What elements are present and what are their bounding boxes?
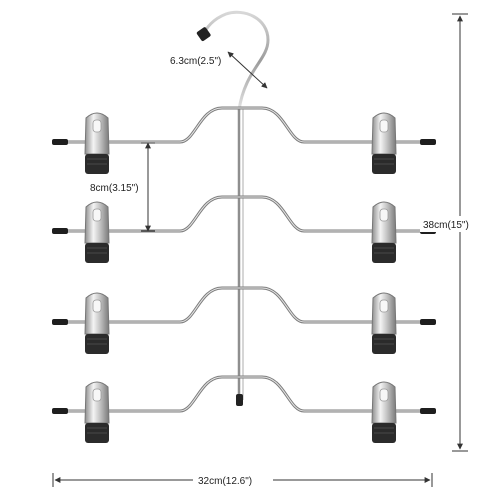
hook-dimension-label: 6.3cm(2.5")	[170, 56, 221, 67]
tier-spacing-dimension: 8cm(3.15")	[90, 142, 155, 232]
bar-end-cap	[52, 319, 68, 325]
width-dimension: 32cm(12.6")	[52, 472, 433, 488]
clip-body	[84, 112, 110, 155]
clip-highlight	[379, 208, 389, 222]
clip-highlight	[92, 388, 102, 402]
clip-highlight	[92, 299, 102, 313]
bar-end-cap	[420, 319, 436, 325]
height-dimension: 38cm(15")	[420, 13, 500, 452]
hanger-tiers	[52, 106, 436, 443]
clip-right-1	[371, 112, 436, 174]
clip-left-2	[52, 201, 110, 263]
tier-bar-shine	[60, 196, 428, 232]
bar-end-cap	[52, 139, 68, 145]
tier-3	[52, 286, 436, 354]
tier-4	[52, 375, 436, 443]
clip-highlight	[379, 299, 389, 313]
tier-bar-shine	[60, 287, 428, 323]
clip-highlight	[92, 119, 102, 133]
clip-right-4	[371, 381, 436, 443]
clip-body	[84, 292, 110, 335]
clip-left-3	[52, 292, 110, 354]
bar-end-cap	[52, 408, 68, 414]
tier-spacing-label: 8cm(3.15")	[90, 183, 139, 194]
clip-highlight	[379, 388, 389, 402]
hook-dimension: 6.3cm(2.5")	[170, 51, 268, 89]
width-dimension-label: 32cm(12.6")	[198, 476, 252, 487]
tier-1	[52, 106, 436, 174]
tier-2	[52, 195, 436, 263]
bar-end-cap	[420, 139, 436, 145]
spine-end-cap	[236, 394, 243, 406]
clip-body	[371, 292, 397, 335]
clip-body	[371, 381, 397, 424]
height-dimension-label: 38cm(15")	[423, 220, 469, 231]
clip-highlight	[379, 119, 389, 133]
bar-end-cap	[420, 408, 436, 414]
clip-right-3	[371, 292, 436, 354]
bar-end-cap	[52, 228, 68, 234]
clip-body	[371, 112, 397, 155]
clip-highlight	[92, 208, 102, 222]
tier-bar-shine	[60, 376, 428, 412]
tier-bar-shine	[60, 107, 428, 143]
clip-left-1	[52, 112, 110, 174]
hook-cap	[196, 27, 211, 41]
clip-body	[84, 381, 110, 424]
clip-body	[371, 201, 397, 244]
clip-left-4	[52, 381, 110, 443]
clip-body	[84, 201, 110, 244]
